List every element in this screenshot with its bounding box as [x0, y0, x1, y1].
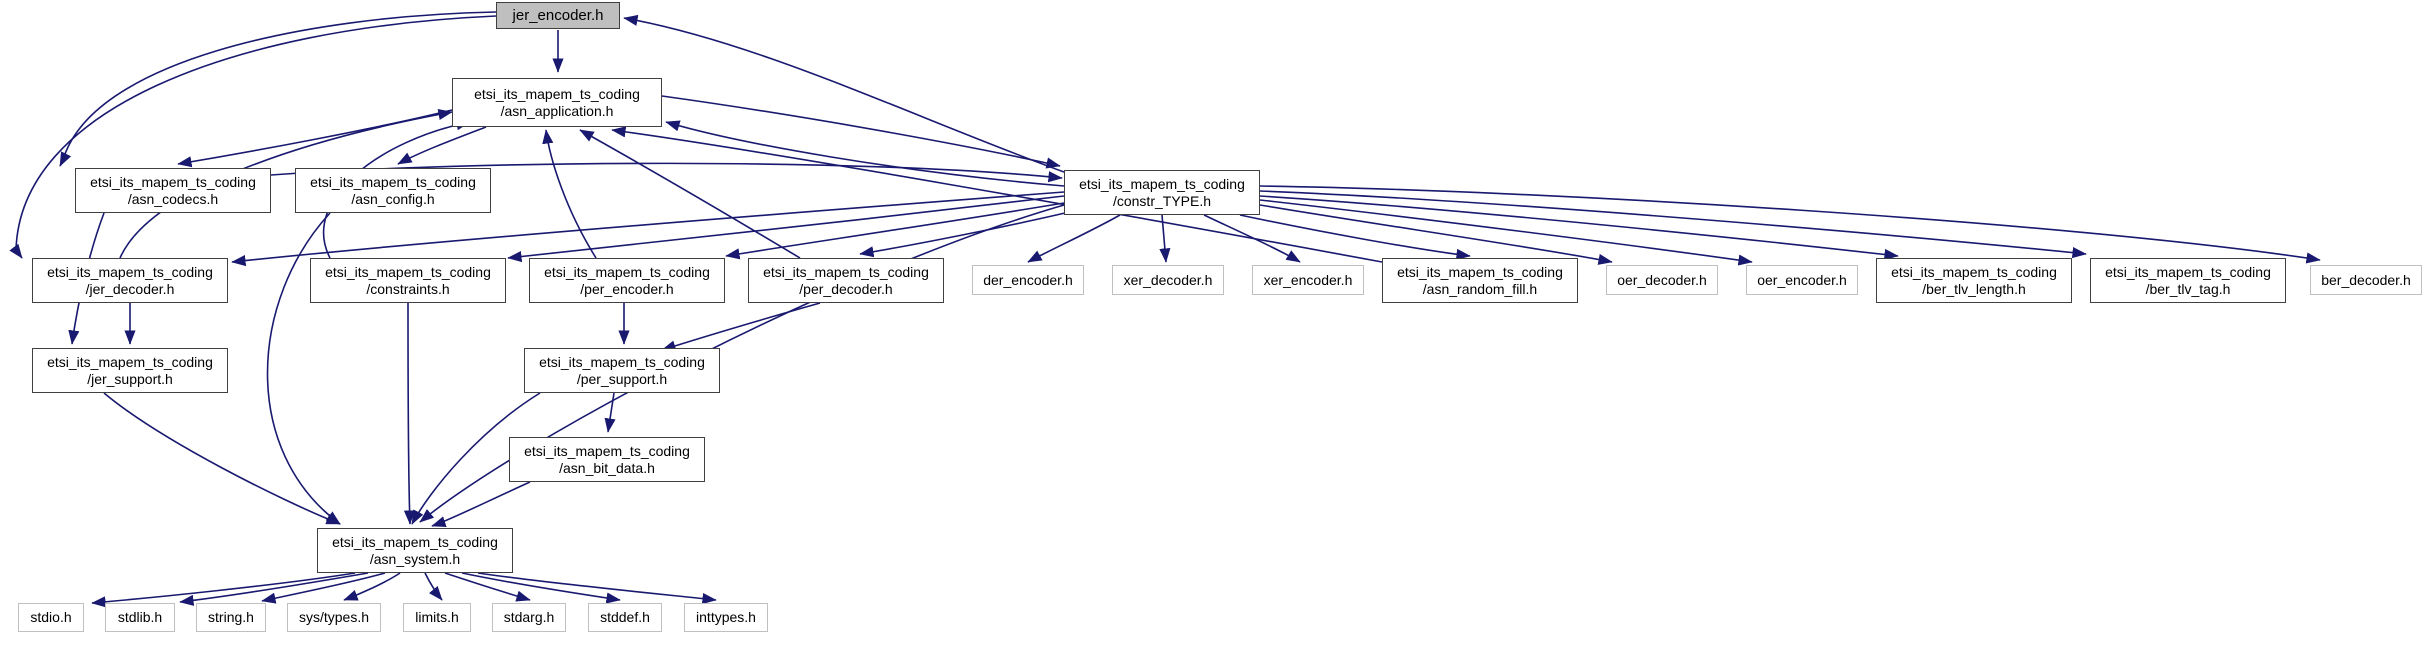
node-asn_random_fill[interactable]: etsi_its_mapem_ts_coding /asn_random_fil… — [1382, 258, 1578, 303]
node-jer_decoder[interactable]: etsi_its_mapem_ts_coding /jer_decoder.h — [32, 258, 228, 303]
node-label-asn_bit_data: etsi_its_mapem_ts_coding /asn_bit_data.h — [524, 442, 690, 476]
node-label-xer_decoder: xer_decoder.h — [1123, 271, 1213, 288]
node-label-oer_decoder: oer_decoder.h — [1617, 271, 1707, 288]
node-stdio[interactable]: stdio.h — [18, 603, 84, 632]
node-label-stdio: stdio.h — [30, 609, 72, 626]
node-label-der_encoder: der_encoder.h — [983, 271, 1073, 288]
node-string[interactable]: string.h — [196, 603, 266, 632]
node-label-asn_random_fill: etsi_its_mapem_ts_coding /asn_random_fil… — [1397, 263, 1563, 297]
node-oer_decoder[interactable]: oer_decoder.h — [1606, 265, 1718, 295]
node-label-per_encoder: etsi_its_mapem_ts_coding /per_encoder.h — [544, 263, 710, 297]
node-label-ber_tlv_length: etsi_its_mapem_ts_coding /ber_tlv_length… — [1891, 263, 2057, 297]
node-label-xer_encoder: xer_encoder.h — [1263, 271, 1353, 288]
node-label-per_decoder: etsi_its_mapem_ts_coding /per_decoder.h — [763, 263, 929, 297]
node-label-per_support: etsi_its_mapem_ts_coding /per_support.h — [539, 353, 705, 387]
node-oer_encoder[interactable]: oer_encoder.h — [1746, 265, 1858, 295]
node-label-asn_system: etsi_its_mapem_ts_coding /asn_system.h — [332, 533, 498, 567]
node-asn_system[interactable]: etsi_its_mapem_ts_coding /asn_system.h — [317, 528, 513, 573]
node-label-sys_types: sys/types.h — [298, 609, 370, 626]
node-label-stddef: stddef.h — [600, 609, 650, 626]
node-label-stdlib: stdlib.h — [117, 609, 163, 626]
node-label-stdarg: stdarg.h — [503, 609, 555, 626]
node-der_encoder[interactable]: der_encoder.h — [972, 265, 1084, 295]
node-constraints[interactable]: etsi_its_mapem_ts_coding /constraints.h — [310, 258, 506, 303]
node-sys_types[interactable]: sys/types.h — [287, 603, 381, 632]
node-ber_decoder[interactable]: ber_decoder.h — [2310, 265, 2422, 295]
node-per_decoder[interactable]: etsi_its_mapem_ts_coding /per_decoder.h — [748, 258, 944, 303]
node-stddef[interactable]: stddef.h — [588, 603, 662, 632]
node-label-asn_codecs: etsi_its_mapem_ts_coding /asn_codecs.h — [90, 173, 256, 207]
node-stdlib[interactable]: stdlib.h — [105, 603, 175, 632]
node-label-string: string.h — [208, 609, 254, 626]
node-label-constraints: etsi_its_mapem_ts_coding /constraints.h — [325, 263, 491, 297]
node-asn_application[interactable]: etsi_its_mapem_ts_coding /asn_applicatio… — [452, 78, 662, 127]
node-label-limits: limits.h — [415, 609, 459, 626]
node-label-asn_config: etsi_its_mapem_ts_coding /asn_config.h — [310, 173, 476, 207]
node-label-ber_tlv_tag: etsi_its_mapem_ts_coding /ber_tlv_tag.h — [2105, 263, 2271, 297]
node-label-jer_decoder: etsi_its_mapem_ts_coding /jer_decoder.h — [47, 263, 213, 297]
node-label-constr_TYPE: etsi_its_mapem_ts_coding /constr_TYPE.h — [1079, 175, 1245, 209]
node-limits[interactable]: limits.h — [403, 603, 471, 632]
node-label-jer_support: etsi_its_mapem_ts_coding /jer_support.h — [47, 353, 213, 387]
node-xer_encoder[interactable]: xer_encoder.h — [1252, 265, 1364, 295]
node-xer_decoder[interactable]: xer_decoder.h — [1112, 265, 1224, 295]
node-stdarg[interactable]: stdarg.h — [492, 603, 566, 632]
node-label-asn_application: etsi_its_mapem_ts_coding /asn_applicatio… — [474, 85, 640, 119]
node-jer_encoder[interactable]: jer_encoder.h — [496, 2, 620, 29]
node-constr_TYPE[interactable]: etsi_its_mapem_ts_coding /constr_TYPE.h — [1064, 170, 1260, 215]
node-asn_bit_data[interactable]: etsi_its_mapem_ts_coding /asn_bit_data.h — [509, 437, 705, 482]
node-label-inttypes: inttypes.h — [696, 609, 756, 626]
node-ber_tlv_length[interactable]: etsi_its_mapem_ts_coding /ber_tlv_length… — [1876, 258, 2072, 303]
node-ber_tlv_tag[interactable]: etsi_its_mapem_ts_coding /ber_tlv_tag.h — [2090, 258, 2286, 303]
node-asn_codecs[interactable]: etsi_its_mapem_ts_coding /asn_codecs.h — [75, 168, 271, 213]
node-per_encoder[interactable]: etsi_its_mapem_ts_coding /per_encoder.h — [529, 258, 725, 303]
node-label-ber_decoder: ber_decoder.h — [2321, 271, 2411, 288]
node-jer_support[interactable]: etsi_its_mapem_ts_coding /jer_support.h — [32, 348, 228, 393]
node-per_support[interactable]: etsi_its_mapem_ts_coding /per_support.h — [524, 348, 720, 393]
node-label-oer_encoder: oer_encoder.h — [1757, 271, 1847, 288]
node-label-jer_encoder: jer_encoder.h — [512, 6, 604, 24]
node-asn_config[interactable]: etsi_its_mapem_ts_coding /asn_config.h — [295, 168, 491, 213]
node-inttypes[interactable]: inttypes.h — [684, 603, 768, 632]
